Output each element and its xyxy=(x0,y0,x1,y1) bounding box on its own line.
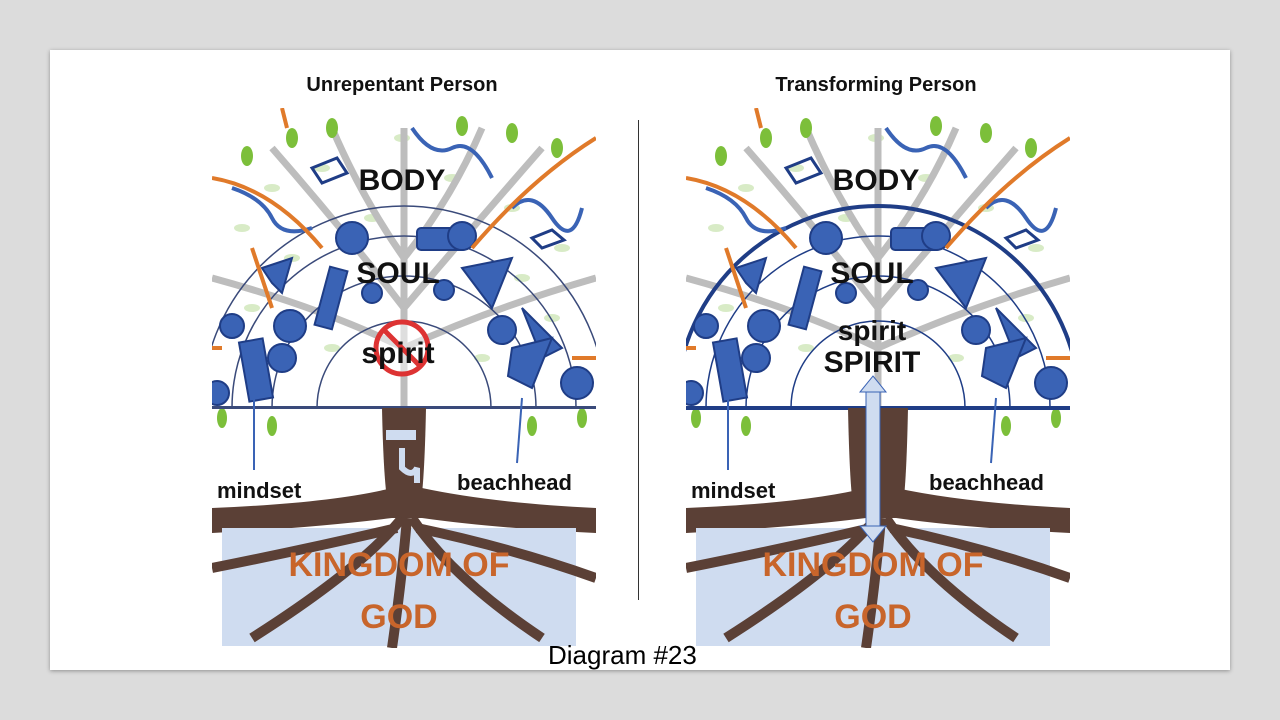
kingdom-line1: KINGDOM OF xyxy=(289,546,510,584)
beachhead-label: beachhead xyxy=(457,470,572,495)
orange-arrows xyxy=(686,108,1070,360)
spirit-connection-arrow xyxy=(858,375,888,543)
lower-roots xyxy=(212,514,596,648)
body-label: BODY xyxy=(359,164,446,197)
blue-shapes xyxy=(212,156,594,406)
right-panel-title: Transforming Person xyxy=(775,74,977,96)
body-label: BODY xyxy=(833,164,920,197)
no-entry-icon xyxy=(373,319,431,377)
blue-squiggles xyxy=(231,126,584,234)
green-leaves xyxy=(691,116,1061,436)
mindset-label: mindset xyxy=(691,478,776,503)
diagram-caption: Diagram #23 xyxy=(548,640,697,670)
roots xyxy=(212,488,596,533)
kingdom-line2: GOD xyxy=(834,598,911,636)
green-leaves xyxy=(217,116,587,436)
blue-squiggles xyxy=(705,126,1058,234)
mindset-label: mindset xyxy=(217,478,302,503)
left-panel-title: Unrepentant Person xyxy=(306,74,498,96)
orange-arrows xyxy=(212,108,596,360)
spirit-upper-label: SPIRIT xyxy=(824,346,921,379)
right-tree-diagram: BODY SOUL spirit SPIRIT mindset beachhea… xyxy=(686,108,1070,648)
spirit-label: spirit xyxy=(361,337,434,370)
left-tree-diagram: BODY SOUL spirit mindset beachhead KINGD… xyxy=(212,108,596,648)
soul-label: SOUL xyxy=(830,257,913,290)
soul-label: SOUL xyxy=(356,257,439,290)
kingdom-line1: KINGDOM OF xyxy=(763,546,984,584)
panel-divider xyxy=(638,120,639,600)
kingdom-line2: GOD xyxy=(360,598,437,636)
spirit-label: spirit xyxy=(838,315,906,346)
beachhead-label: beachhead xyxy=(929,470,1044,495)
spirit-pipe xyxy=(386,430,416,440)
blue-shapes xyxy=(686,156,1068,406)
